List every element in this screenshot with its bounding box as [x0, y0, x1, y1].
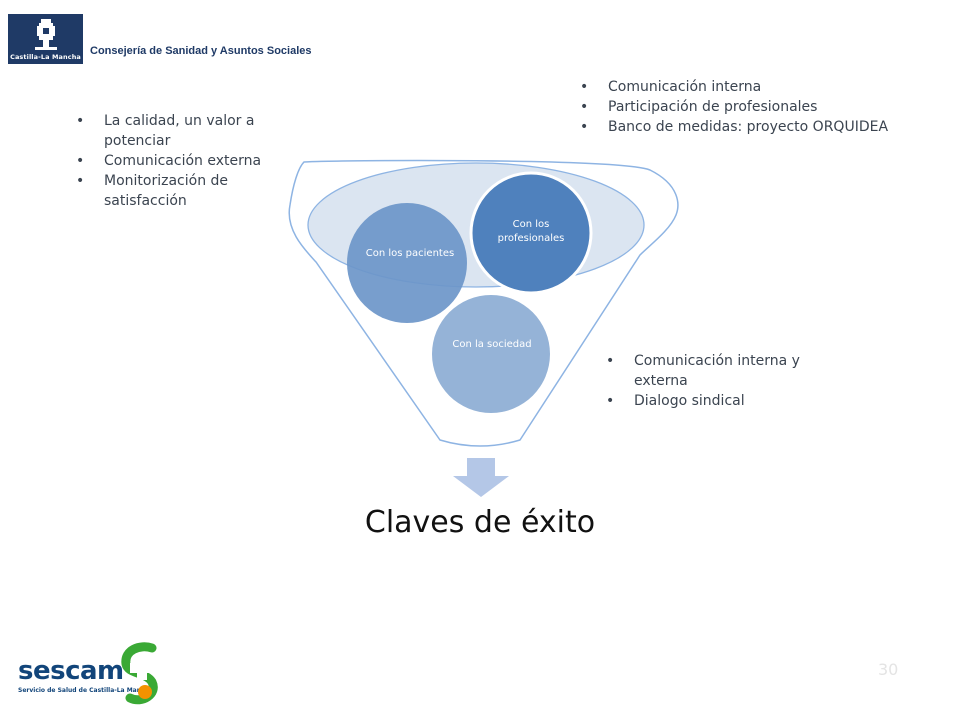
circle-label-sociedad: Con la sociedad — [452, 339, 532, 350]
diagram-title: Claves de éxito — [364, 505, 596, 540]
circle-label-pacientes: Con los pacientes — [365, 248, 455, 259]
page-number: 30 — [878, 660, 899, 679]
down-arrow-icon — [453, 458, 509, 497]
bullet-item: Comunicación interna — [578, 77, 948, 97]
page-header-title: Consejería de Sanidad y Asuntos Sociales — [90, 45, 312, 57]
bullet-item: Banco de medidas: proyecto ORQUIDEA — [578, 117, 948, 137]
funnel-outline — [288, 159, 679, 447]
circle-label-profesionales: Con los profesionales — [497, 219, 565, 244]
bullet-list-left: La calidad, un valor a potenciar Comunic… — [74, 111, 284, 211]
bullet-list-right: Comunicación interna y externa Dialogo s… — [604, 351, 824, 411]
circle-profesionales — [469, 171, 593, 295]
bullet-item: Comunicación externa — [74, 151, 284, 171]
bullet-item: Monitorización de satisfacción — [74, 171, 284, 211]
circle-sociedad — [432, 295, 550, 413]
bullet-list-top-right: Comunicación interna Participación de pr… — [578, 77, 948, 137]
bullet-item: Comunicación interna y externa — [604, 351, 824, 391]
bullet-item: La calidad, un valor a potenciar — [74, 111, 284, 151]
sescam-brand-text: sescam — [18, 656, 124, 686]
bullet-item: Participación de profesionales — [578, 97, 948, 117]
sescam-emblem-icon — [121, 642, 158, 705]
coat-of-arms-icon — [35, 19, 57, 50]
logo-text: Castilla-La Mancha — [10, 53, 81, 61]
sescam-logo: sescam Servicio de Salud de Castilla-La … — [16, 638, 166, 710]
bullet-item: Dialogo sindical — [604, 391, 824, 411]
castilla-la-mancha-logo: Castilla-La Mancha — [8, 14, 83, 64]
sescam-brand-subtitle: Servicio de Salud de Castilla-La Mancha — [18, 687, 153, 694]
circle-pacientes — [347, 203, 467, 323]
